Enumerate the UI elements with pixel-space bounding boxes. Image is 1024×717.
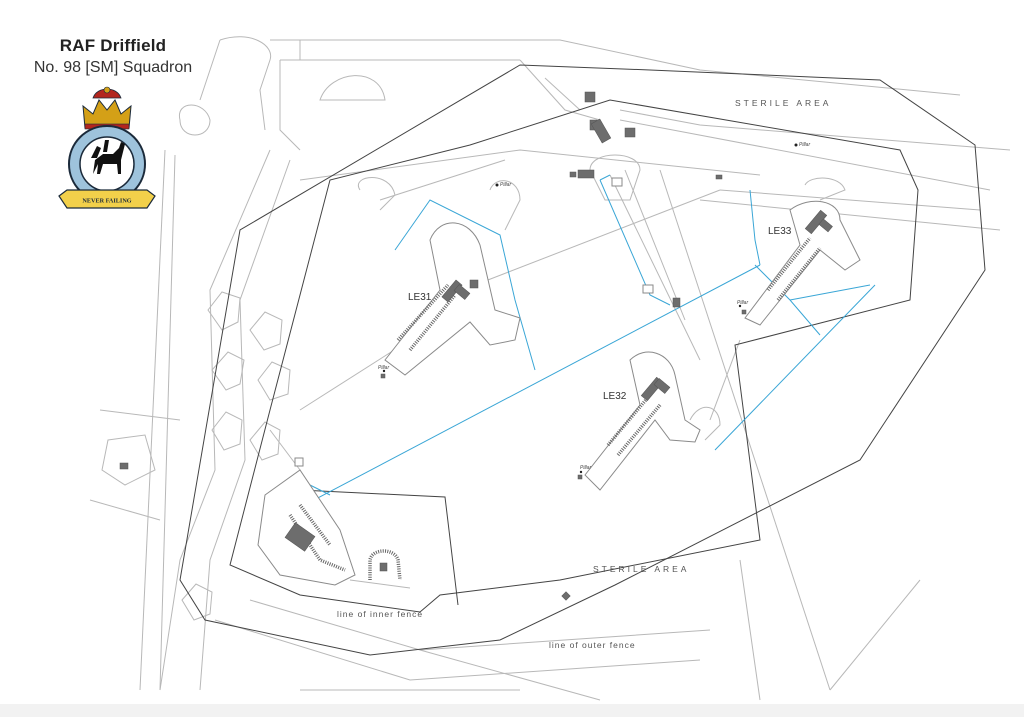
le31-label: LE31: [408, 292, 432, 303]
pillar-label-northeast: Pillar: [799, 142, 810, 148]
pillar-markers: [382, 143, 798, 474]
buildings: [119, 91, 723, 601]
sterile-area-north-label: STERILE AREA: [735, 98, 831, 108]
map-title: RAF Driffield: [59, 36, 167, 55]
squadron-badge: NEVER FAILING: [58, 86, 156, 209]
technical-area: [257, 457, 411, 589]
crown-icon: [82, 86, 132, 130]
map-subtitle: No. 98 [SM] Squadron: [33, 59, 193, 76]
fence-lines: [179, 64, 986, 656]
pillar-label-north: Pillar: [500, 182, 511, 188]
le32-label: LE32: [603, 391, 627, 402]
inner-fence: [229, 99, 919, 613]
svg-text:NEVER FAILING: NEVER FAILING: [82, 198, 131, 205]
outer-fence-label: line of outer fence: [549, 640, 636, 650]
launch-site-le31[interactable]: [380, 222, 521, 379]
inner-fence-label: line of inner fence: [337, 609, 423, 619]
launch-site-le32[interactable]: [577, 351, 701, 491]
launch-site-le33[interactable]: [741, 200, 861, 326]
le32-pillar-label: Pillar: [580, 465, 591, 471]
bottom-bar: [0, 704, 1024, 717]
le33-label: LE33: [768, 226, 792, 237]
le33-pillar-label: Pillar: [737, 300, 748, 306]
road-network: [89, 36, 1011, 701]
cable-runs: [294, 174, 876, 511]
map-title-block: RAF Driffield No. 98 [SM] Squadron: [28, 36, 198, 77]
sterile-area-south-label: STERILE AREA: [593, 564, 689, 574]
motto-scroll: NEVER FAILING: [58, 189, 156, 209]
le31-pillar-label: Pillar: [378, 365, 389, 371]
hound-icon: [91, 140, 125, 174]
outer-fence: [179, 64, 986, 656]
